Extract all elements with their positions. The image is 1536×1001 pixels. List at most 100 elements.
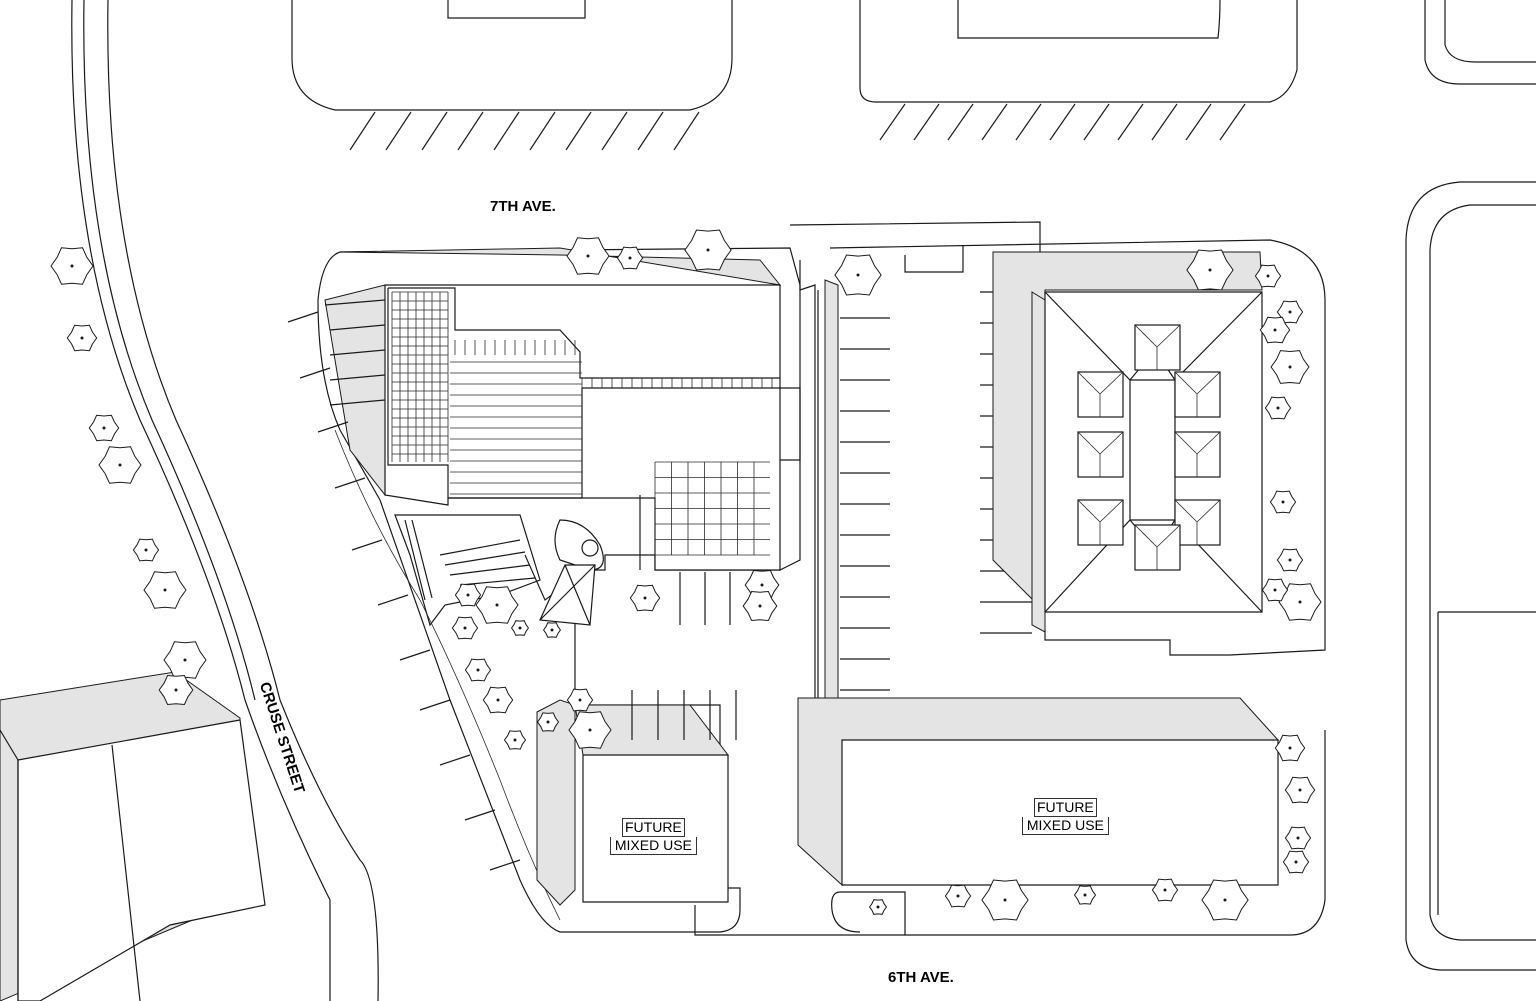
main-building <box>324 247 801 571</box>
tree-trunk <box>706 248 710 252</box>
tree <box>88 414 120 442</box>
dormer-ridge <box>1196 371 1221 395</box>
tree-trunk <box>760 583 764 587</box>
tree <box>98 446 142 484</box>
dormer-ridge <box>1099 431 1124 455</box>
tree-trunk <box>513 738 517 742</box>
tree-trunk <box>578 698 582 702</box>
dormer <box>1174 431 1221 478</box>
parking-stripe <box>673 111 700 151</box>
hatch-tick <box>299 367 331 379</box>
parking-stalls-left <box>840 317 890 691</box>
future-building-large-label: FUTURE MIXED USE <box>1022 798 1109 835</box>
dormer-ridge <box>1099 499 1124 523</box>
building-label-line1: FUTURE <box>1034 798 1097 817</box>
dormer-ridge <box>1174 371 1198 395</box>
tree-trunk <box>463 626 467 630</box>
hatch-tick <box>334 477 366 489</box>
roof-dormers <box>1077 324 1221 571</box>
dormer-ridge <box>1099 371 1124 395</box>
building-label-line2: MIXED USE <box>1022 817 1109 835</box>
parking-stripe <box>601 111 628 151</box>
tree <box>1284 776 1316 804</box>
tree-trunk <box>876 905 880 909</box>
parking-stripe <box>529 111 556 151</box>
future-building-small-label: FUTURE MIXED USE <box>610 818 697 855</box>
tree-trunk <box>1273 588 1277 592</box>
dormer-ridge <box>1174 431 1198 455</box>
tree <box>981 879 1029 921</box>
dormer <box>1077 499 1124 546</box>
parking-stripe <box>947 103 974 141</box>
hatch-tick <box>439 754 471 766</box>
hip-roof-building <box>992 251 1263 633</box>
tree-trunk <box>856 273 860 277</box>
tree-trunk <box>163 588 167 592</box>
tree <box>1254 264 1282 288</box>
tree <box>1269 490 1297 514</box>
walkway <box>334 429 576 921</box>
tree <box>684 229 732 271</box>
tree <box>536 712 560 732</box>
roof-stripes <box>450 361 582 495</box>
dormer-ridge <box>1196 499 1221 523</box>
hatch-tick <box>489 859 521 871</box>
tree-trunk <box>1298 788 1302 792</box>
tree <box>163 641 207 679</box>
north-blocks <box>291 0 1536 111</box>
parking-stripe <box>1219 103 1246 141</box>
parking-stripe <box>349 111 376 151</box>
tree <box>1274 734 1306 762</box>
tree <box>454 583 482 607</box>
tree <box>566 688 594 712</box>
tree-trunk <box>1223 898 1227 902</box>
tree <box>143 571 187 609</box>
tree <box>1282 850 1310 874</box>
tree <box>616 246 644 270</box>
tree-trunk <box>628 256 632 260</box>
tree-trunk <box>102 426 106 430</box>
dormer-ridge <box>1077 431 1101 455</box>
parking-stripe <box>385 111 412 151</box>
tree-trunk <box>586 254 590 258</box>
tree <box>629 584 661 612</box>
tree <box>50 247 94 285</box>
tree <box>464 658 492 682</box>
tree <box>1186 249 1234 291</box>
roof-grid-c <box>654 461 770 556</box>
tree <box>451 616 479 640</box>
tree <box>742 590 778 622</box>
tree <box>1276 300 1304 324</box>
street-label-6th-ave: 6TH AVE. <box>888 969 954 986</box>
tree <box>1151 878 1179 902</box>
tree <box>1264 396 1292 420</box>
hatch-tick <box>317 421 349 433</box>
parking-stripe <box>1117 103 1144 141</box>
tree-trunk <box>495 603 499 607</box>
dormer <box>1134 324 1181 371</box>
tree-trunk <box>1003 898 1007 902</box>
tree <box>132 538 160 562</box>
tree <box>158 674 194 706</box>
tree <box>475 586 519 624</box>
parking-stripe <box>1185 103 1212 141</box>
hatch-tick <box>287 311 319 323</box>
tree <box>568 711 612 749</box>
parking-center <box>631 572 737 740</box>
tree-trunk <box>1163 888 1167 892</box>
tree <box>503 730 527 750</box>
tree-trunk <box>174 688 178 692</box>
hatch-tick <box>464 809 496 821</box>
dormer-ridge <box>1077 499 1101 523</box>
tree-trunk <box>1208 268 1212 272</box>
parking-stripe <box>1083 103 1110 141</box>
tree-trunk <box>643 596 647 600</box>
west-road <box>71 0 379 1001</box>
tree-trunk <box>466 593 470 597</box>
dormer <box>1077 371 1124 418</box>
parking-stripe <box>1015 103 1042 141</box>
east-blocks <box>1405 181 1536 971</box>
parking-stripe <box>637 111 664 151</box>
dormer-ridge <box>1156 524 1181 548</box>
